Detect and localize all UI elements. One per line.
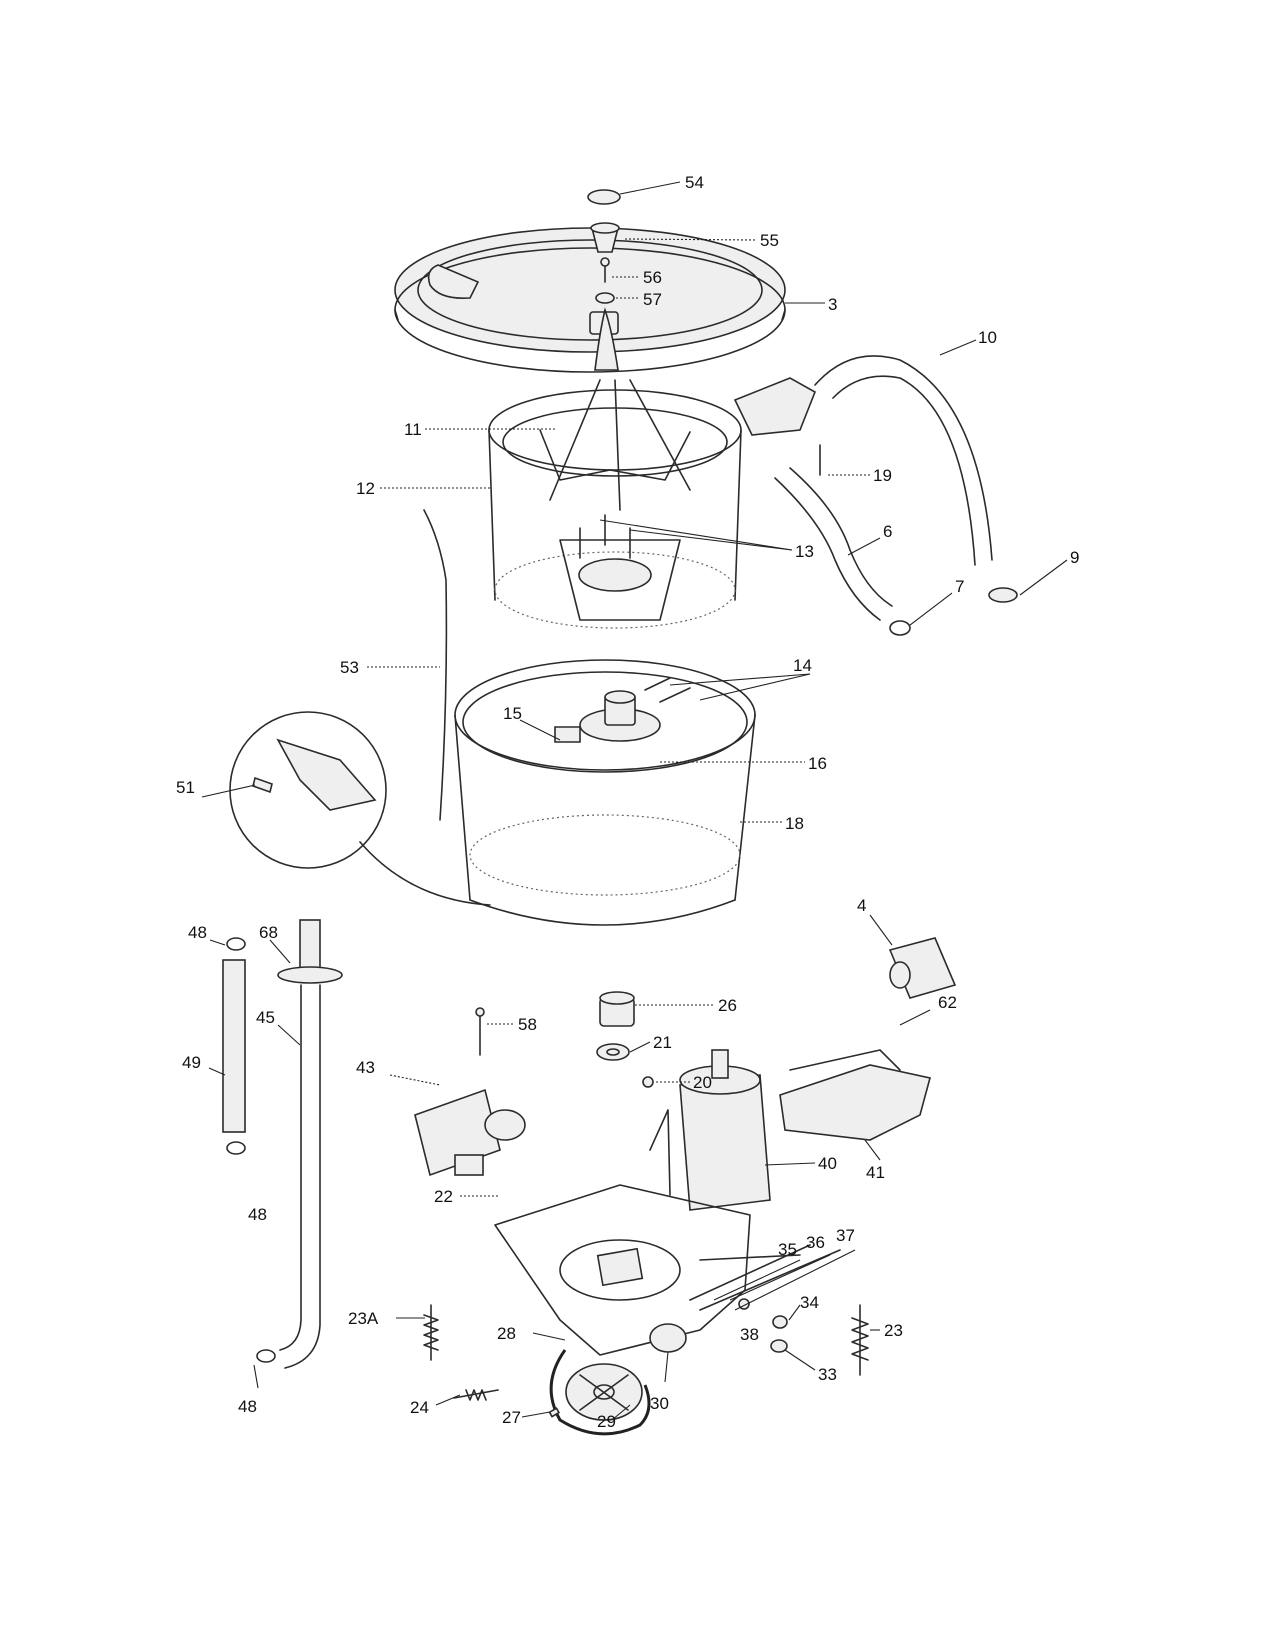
callout-48-bottom: 48 (238, 1397, 257, 1416)
agitator-bolt (600, 257, 610, 283)
clamp-48-c (256, 1349, 276, 1363)
clamp-48-a (226, 937, 246, 951)
coupling-screw (642, 1076, 654, 1088)
callout-12: 12 (356, 479, 375, 498)
small-part-34 (772, 1315, 788, 1329)
callout-10: 10 (978, 328, 997, 347)
callout-20: 20 (693, 1073, 712, 1092)
hose-clamp-9 (988, 587, 1018, 603)
callout-45: 45 (256, 1008, 275, 1027)
callout-33: 33 (818, 1365, 837, 1384)
agitator (549, 379, 691, 621)
hub-screws (644, 677, 691, 703)
callout-3: 3 (828, 295, 837, 314)
callout-22: 22 (434, 1187, 453, 1206)
callout-16: 16 (808, 754, 827, 773)
capacitor-cover (779, 1064, 931, 1141)
callout-26: 26 (718, 996, 737, 1015)
drive-coupling (599, 991, 635, 1027)
callout-15: 15 (503, 704, 522, 723)
drain-tube-short (222, 959, 246, 1133)
small-spring-24 (453, 1389, 499, 1401)
callout-30: 30 (650, 1394, 669, 1413)
callout-6: 6 (883, 522, 892, 541)
drain-tube-long (277, 919, 343, 1369)
callout-54: 54 (685, 173, 704, 192)
drive-motor (679, 1049, 771, 1211)
callout-labels: 54 55 56 57 3 10 11 19 12 13 6 9 7 53 14… (176, 173, 1079, 1431)
callout-19: 19 (873, 466, 892, 485)
motor-capacitor (888, 937, 957, 999)
callout-48-top: 48 (188, 923, 207, 942)
callout-35: 35 (778, 1240, 797, 1259)
pressure-hose (423, 509, 448, 821)
callout-34: 34 (800, 1293, 819, 1312)
callout-21: 21 (653, 1033, 672, 1052)
suspension-spring-23a (423, 1304, 439, 1361)
callout-62: 62 (938, 993, 957, 1012)
callout-41: 41 (866, 1163, 885, 1182)
small-part-33 (770, 1339, 788, 1353)
callout-37: 37 (836, 1226, 855, 1245)
basket-bolts (579, 514, 631, 559)
callout-23a: 23A (348, 1309, 379, 1328)
callout-55: 55 (760, 231, 779, 250)
pump-screw (475, 1007, 485, 1056)
callout-28: 28 (497, 1324, 516, 1343)
coupling-washer (596, 1043, 630, 1061)
capacitor-bracket (789, 1049, 901, 1071)
callout-7: 7 (955, 577, 964, 596)
callout-24: 24 (410, 1398, 429, 1417)
drain-hose (774, 467, 893, 621)
callout-57: 57 (643, 290, 662, 309)
callout-48-mid: 48 (248, 1205, 267, 1224)
clutch-assembly (649, 1323, 687, 1353)
tub-bearing-hub (579, 690, 661, 742)
callout-58: 58 (518, 1015, 537, 1034)
clamp-48-b (226, 1141, 246, 1155)
drive-belt (549, 1349, 651, 1436)
agitator-cap (590, 222, 620, 253)
base-frame (494, 1109, 801, 1356)
hose-clamp-7 (889, 620, 911, 636)
callout-29: 29 (597, 1412, 616, 1431)
callout-43: 43 (356, 1058, 375, 1077)
drive-pulley (565, 1363, 643, 1421)
detail-inset (229, 711, 491, 906)
callout-36: 36 (806, 1233, 825, 1252)
suspension-spring-23 (851, 1304, 869, 1376)
outer-tub-cover (394, 189, 786, 373)
outer-tub (454, 659, 756, 926)
pulley-key (548, 1407, 561, 1418)
callout-14: 14 (793, 656, 812, 675)
callout-51: 51 (176, 778, 195, 797)
callout-38: 38 (740, 1325, 759, 1344)
callout-13: 13 (795, 542, 814, 561)
callout-11: 11 (404, 420, 422, 439)
callout-27: 27 (502, 1408, 521, 1427)
callout-4: 4 (857, 896, 866, 915)
callout-40: 40 (818, 1154, 837, 1173)
fill-hose (733, 355, 993, 566)
callout-9: 9 (1070, 548, 1079, 567)
callout-18: 18 (785, 814, 804, 833)
leader-lines (201, 181, 1068, 1421)
callout-53: 53 (340, 658, 359, 677)
callout-68: 68 (259, 923, 278, 942)
idler-arm (689, 1244, 841, 1311)
callout-49: 49 (182, 1053, 201, 1072)
callout-56: 56 (643, 268, 662, 287)
drain-pump (414, 1088, 526, 1177)
callout-23: 23 (884, 1321, 903, 1340)
agitator-washer (595, 292, 615, 304)
